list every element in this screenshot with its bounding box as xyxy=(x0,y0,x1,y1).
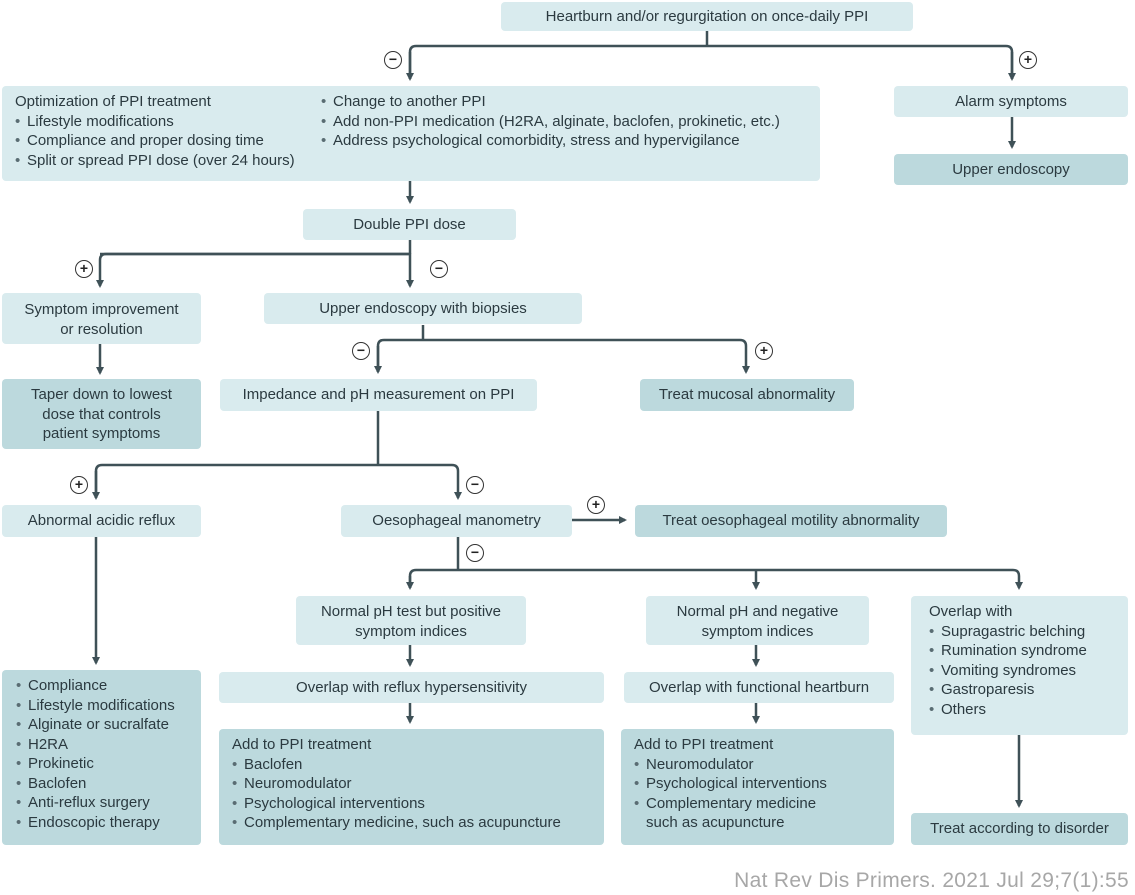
manometry-node: Oesophageal manometry xyxy=(341,505,572,537)
list-item: Prokinetic xyxy=(16,754,195,774)
list-item: Compliance xyxy=(16,676,195,696)
list-item: Endoscopic therapy xyxy=(16,813,195,833)
treat-disorder-node: Treat according to disorder xyxy=(911,813,1128,845)
negative-sign-icon: − xyxy=(466,544,484,562)
manometry-label: Oesophageal manometry xyxy=(372,512,541,530)
endoscopy-biopsies-label: Upper endoscopy with biopsies xyxy=(319,299,527,317)
list-item: Lifestyle modifications xyxy=(16,696,195,716)
treat-mucosal-node: Treat mucosal abnormality xyxy=(640,379,854,411)
symptom-improvement-node: Symptom improvement or resolution xyxy=(2,293,201,344)
list-item: H2RA xyxy=(16,735,195,755)
double-ppi-label: Double PPI dose xyxy=(353,215,466,233)
negative-sign-icon: − xyxy=(352,342,370,360)
list-item: Complementary medicine xyxy=(634,794,886,814)
list-item: Neuromodulator xyxy=(232,774,596,794)
functional-treatment-title: Add to PPI treatment xyxy=(634,736,774,753)
list-item: Supragastric belching xyxy=(929,622,1120,642)
functional-heartburn-node: Overlap with functional heartburn xyxy=(624,672,894,703)
reflux-treatment-list: Compliance Lifestyle modifications Algin… xyxy=(16,676,195,832)
hypersensitivity-treatment-list: Baclofen Neuromodulator Psychological in… xyxy=(232,755,596,833)
treat-disorder-label: Treat according to disorder xyxy=(930,820,1109,838)
treat-motility-label: Treat oesophageal motility abnormality xyxy=(662,512,920,530)
positive-sign-icon: + xyxy=(70,476,88,494)
positive-sign-icon: + xyxy=(755,342,773,360)
impedance-ph-label: Impedance and pH measurement on PPI xyxy=(242,386,515,404)
list-item: Split or spread PPI dose (over 24 hours) xyxy=(15,151,321,171)
start-node: Heartburn and/or regurgitation on once-d… xyxy=(501,2,913,31)
hypersensitivity-treatment-title: Add to PPI treatment xyxy=(232,736,372,753)
list-item: Add non-PPI medication (H2RA, alginate, … xyxy=(321,112,780,132)
negative-sign-icon: − xyxy=(430,260,448,278)
list-item: Change to another PPI xyxy=(321,92,780,112)
normal-ph-negative-line: symptom indices xyxy=(701,622,814,640)
optimization-title: Optimization of PPI treatment xyxy=(15,93,211,110)
list-item: Complementary medicine, such as acupunct… xyxy=(232,813,596,833)
start-node-label: Heartburn and/or regurgitation on once-d… xyxy=(545,7,869,25)
functional-treatment-box: Add to PPI treatment Neuromodulator Psyc… xyxy=(621,729,894,845)
list-item: Psychological interventions xyxy=(634,774,886,794)
normal-ph-positive-line: Normal pH test but positive xyxy=(320,603,502,620)
reflux-hypersensitivity-node: Overlap with reflux hypersensitivity xyxy=(219,672,604,703)
symptom-improvement-line: or resolution xyxy=(60,320,143,338)
negative-sign-icon: − xyxy=(466,476,484,494)
branch-start xyxy=(408,44,1014,79)
list-item: Address psychological comorbidity, stres… xyxy=(321,131,780,151)
impedance-ph-node: Impedance and pH measurement on PPI xyxy=(220,379,537,411)
double-ppi-node: Double PPI dose xyxy=(303,209,516,240)
taper-down-line: patient symptoms xyxy=(42,425,161,442)
list-item: Others xyxy=(929,700,1120,720)
functional-treatment-list: Neuromodulator Psychological interventio… xyxy=(634,755,886,833)
hypersensitivity-treatment-box: Add to PPI treatment Baclofen Neuromodul… xyxy=(219,729,604,845)
upper-endoscopy-node: Upper endoscopy xyxy=(894,154,1128,185)
list-item: Neuromodulator xyxy=(634,755,886,775)
abnormal-reflux-node: Abnormal acidic reflux xyxy=(2,505,201,537)
taper-down-line: Taper down to lowest xyxy=(31,386,172,403)
taper-down-node: Taper down to lowest dose that controls … xyxy=(2,379,201,449)
taper-down-line: dose that controls xyxy=(42,405,161,423)
overlap-with-list: Supragastric belching Rumination syndrom… xyxy=(929,622,1120,720)
alarm-symptoms-label: Alarm symptoms xyxy=(955,92,1067,110)
positive-sign-icon: + xyxy=(1019,51,1037,69)
endoscopy-biopsies-node: Upper endoscopy with biopsies xyxy=(264,293,582,324)
list-item: Baclofen xyxy=(232,755,596,775)
functional-heartburn-label: Overlap with functional heartburn xyxy=(648,678,870,696)
negative-sign-icon: − xyxy=(384,51,402,69)
list-item: Psychological interventions xyxy=(232,794,596,814)
normal-ph-positive-node: Normal pH test but positive symptom indi… xyxy=(296,596,526,645)
list-item: Lifestyle modifications xyxy=(15,112,321,132)
list-item: Alginate or sucralfate xyxy=(16,715,195,735)
list-item: Compliance and proper dosing time xyxy=(15,131,321,151)
alarm-symptoms-node: Alarm symptoms xyxy=(894,86,1128,117)
list-item: Baclofen xyxy=(16,774,195,794)
list-item: Vomiting syndromes xyxy=(929,661,1120,681)
optimization-right-list: Change to another PPI Add non-PPI medica… xyxy=(321,92,780,170)
overlap-with-title: Overlap with xyxy=(929,603,1013,620)
overlap-with-box: Overlap with Supragastric belching Rumin… xyxy=(911,596,1128,735)
upper-endoscopy-label: Upper endoscopy xyxy=(952,160,1070,178)
symptom-improvement-line: Symptom improvement xyxy=(24,301,179,318)
normal-ph-positive-line: symptom indices xyxy=(355,622,467,640)
list-item: Anti-reflux surgery xyxy=(16,793,195,813)
optimization-left-list: Lifestyle modifications Compliance and p… xyxy=(15,112,321,171)
reflux-treatment-box: Compliance Lifestyle modifications Algin… xyxy=(2,670,201,845)
normal-ph-negative-line: Normal pH and negative xyxy=(676,603,839,620)
list-item: such as acupuncture xyxy=(646,814,785,831)
positive-sign-icon: + xyxy=(75,260,93,278)
citation: Nat Rev Dis Primers. 2021 Jul 29;7(1):55 xyxy=(734,869,1129,892)
list-item: Rumination syndrome xyxy=(929,641,1120,661)
treat-mucosal-label: Treat mucosal abnormality xyxy=(658,386,836,404)
optimization-box: Optimization of PPI treatment Lifestyle … xyxy=(2,86,820,181)
abnormal-reflux-label: Abnormal acidic reflux xyxy=(27,512,176,530)
positive-sign-icon: + xyxy=(587,496,605,514)
reflux-hypersensitivity-label: Overlap with reflux hypersensitivity xyxy=(296,678,527,696)
normal-ph-negative-node: Normal pH and negative symptom indices xyxy=(646,596,869,645)
list-item: Gastroparesis xyxy=(929,680,1120,700)
treat-motility-node: Treat oesophageal motility abnormality xyxy=(635,505,947,537)
